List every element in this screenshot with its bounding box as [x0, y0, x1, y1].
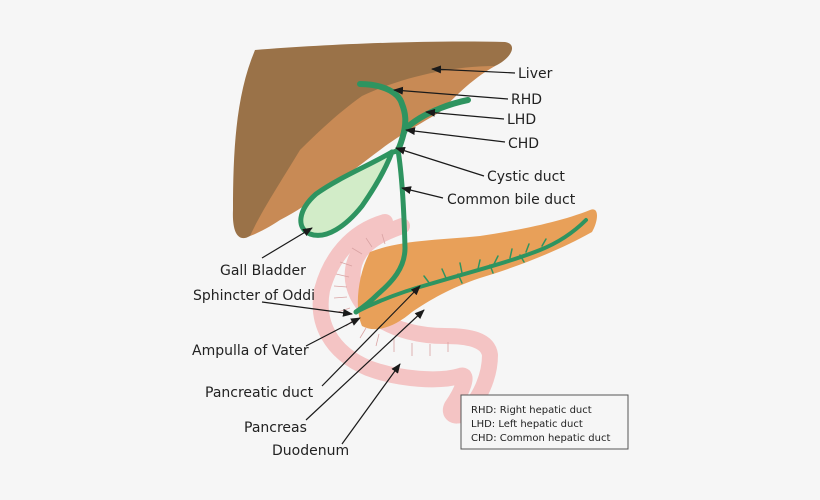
- legend-chd: CHD: Common hepatic duct: [471, 433, 610, 444]
- pancreatic-duct-path: [354, 218, 588, 314]
- duodenum-arrow: [341, 363, 401, 445]
- pancreas-arrow: [305, 309, 425, 421]
- sphincter-arrow: [261, 301, 353, 317]
- ampulla-arrow: [305, 317, 361, 347]
- label-gall-bladder: Gall Bladder: [220, 263, 306, 279]
- legend-rhd: RHD: Right hepatic duct: [471, 405, 592, 416]
- legend-box: RHD: Right hepatic duct LHD: Left hepati…: [460, 394, 629, 450]
- lhd-arrow: [425, 108, 505, 120]
- legend-frame: [460, 394, 629, 450]
- liver-arrow: [431, 65, 516, 74]
- label-rhd: RHD: [511, 92, 542, 108]
- label-lhd: LHD: [507, 112, 536, 128]
- label-ampulla: Ampulla of Vater: [192, 343, 309, 359]
- common-bile-duct-arrow: [401, 186, 444, 199]
- chd-arrow: [405, 127, 506, 143]
- label-common-bile-duct: Common bile duct: [447, 192, 576, 208]
- label-arrows: [261, 65, 516, 445]
- label-duodenum: Duodenum: [272, 443, 349, 459]
- duodenum-folds: [333, 233, 449, 356]
- label-cystic-duct: Cystic duct: [487, 169, 565, 185]
- label-liver: Liver: [518, 66, 553, 82]
- pancreatic-duct-branches: [423, 238, 547, 285]
- gall-bladder-arrow: [261, 227, 313, 259]
- label-sphincter: Sphincter of Oddi: [193, 288, 315, 304]
- pancreatic-duct-arrow: [321, 285, 421, 387]
- legend-lhd: LHD: Left hepatic duct: [471, 419, 583, 430]
- label-pancreatic-duct: Pancreatic duct: [205, 385, 314, 401]
- cystic-duct-arrow: [395, 146, 485, 177]
- labels: Liver RHD LHD CHD Cystic duct Common bil…: [192, 66, 576, 459]
- label-pancreas: Pancreas: [244, 420, 307, 436]
- label-chd: CHD: [508, 136, 539, 152]
- rhd-arrow: [393, 86, 509, 100]
- rhd-duct: [357, 81, 409, 135]
